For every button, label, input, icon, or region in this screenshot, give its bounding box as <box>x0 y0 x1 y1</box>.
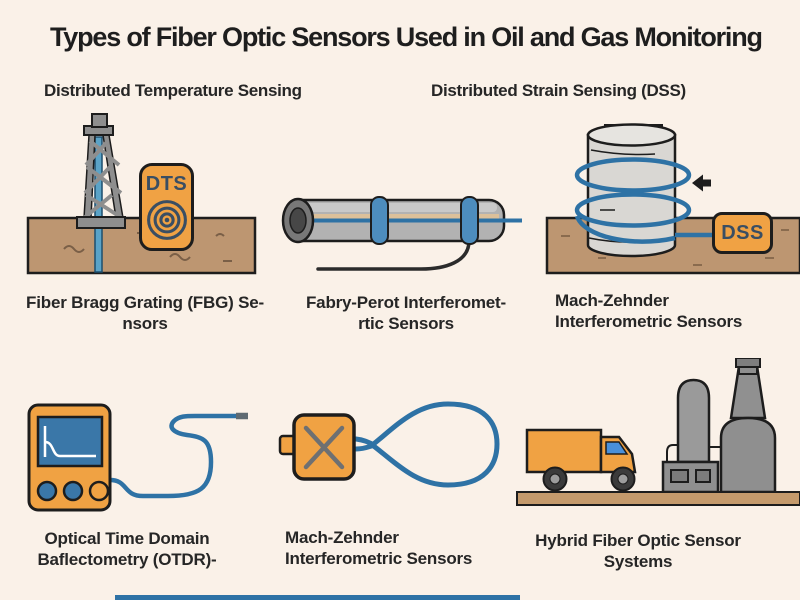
derrick-tower <box>76 113 126 229</box>
x-mark-icon <box>303 425 345 470</box>
fiber-loop <box>353 401 500 488</box>
dts-badge: DTS <box>139 163 194 251</box>
caption-otdr: Optical Time Domain Baflectometry (OTDR)… <box>20 529 234 570</box>
truck <box>525 428 637 492</box>
caption-mach-zehnder-top: Mach-Zehnder Interferometric Sensors <box>555 291 742 332</box>
truck-window <box>605 441 629 455</box>
caption-line: Fabry-Perot Interferomet- <box>306 293 506 312</box>
well-casing-illustration <box>545 123 800 275</box>
caption-hybrid-systems: Hybrid Fiber Optic Sensor Systems <box>518 531 758 572</box>
fiber-cable-illustration <box>281 196 522 271</box>
dts-badge-label: DTS <box>145 173 188 195</box>
heading-distributed-strain-sensing: Distributed Strain Sensing (DSS) <box>431 81 686 100</box>
caption-fbg-sensors: Fiber Bragg Grating (FBG) Se- nsors <box>15 293 275 334</box>
clamp-bands <box>370 196 479 245</box>
caption-line: Optical Time Domain <box>44 529 210 548</box>
caption-line: rtic Sensors <box>358 313 454 333</box>
fiber-cable <box>107 413 239 499</box>
bottom-blue-bar <box>115 595 520 600</box>
caption-line: nsors <box>122 313 168 333</box>
caption-line: Systems <box>603 551 673 571</box>
coupler-box <box>278 413 356 481</box>
caption-mach-zehnder-bottom: Mach-Zehnder Interferometric Sensors <box>285 528 472 569</box>
ground <box>516 491 800 506</box>
caption-fabry-perot: Fabry-Perot Interferomet- rtic Sensors <box>286 293 526 334</box>
coil-icon <box>146 200 187 240</box>
caption-line: Interferometric Sensors <box>285 548 473 568</box>
otdr-buttons <box>36 480 110 502</box>
caption-line: Mach-Zehnder <box>285 528 399 547</box>
caption-line: Baflectometry (OTDR)- <box>37 549 217 569</box>
caption-line: Mach-Zehnder <box>555 291 669 310</box>
otdr-trace <box>43 426 96 458</box>
dss-badge: DSS <box>712 212 773 254</box>
heading-distributed-temperature-sensing: Distributed Temperature Sensing <box>44 81 302 100</box>
otdr-device-illustration <box>27 403 248 512</box>
caption-line: Fiber Bragg Grating (FBG) Se- <box>26 293 264 312</box>
caption-line: Hybrid Fiber Optic Sensor <box>535 531 741 550</box>
refinery <box>661 358 777 494</box>
dss-badge-label: DSS <box>721 221 764 244</box>
fiber-coil <box>574 157 713 244</box>
drop-cable <box>316 239 471 271</box>
end-cap <box>281 197 315 244</box>
hybrid-system-illustration <box>516 358 800 506</box>
caption-line: Interferometric Sensors <box>555 311 743 331</box>
page-title: Types of Fiber Optic Sensors Used in Oil… <box>50 22 763 52</box>
otdr-screen <box>36 415 104 468</box>
otdr-device <box>27 403 112 512</box>
left-arrow-icon <box>692 174 711 192</box>
mach-zehnder-illustration <box>278 401 500 488</box>
